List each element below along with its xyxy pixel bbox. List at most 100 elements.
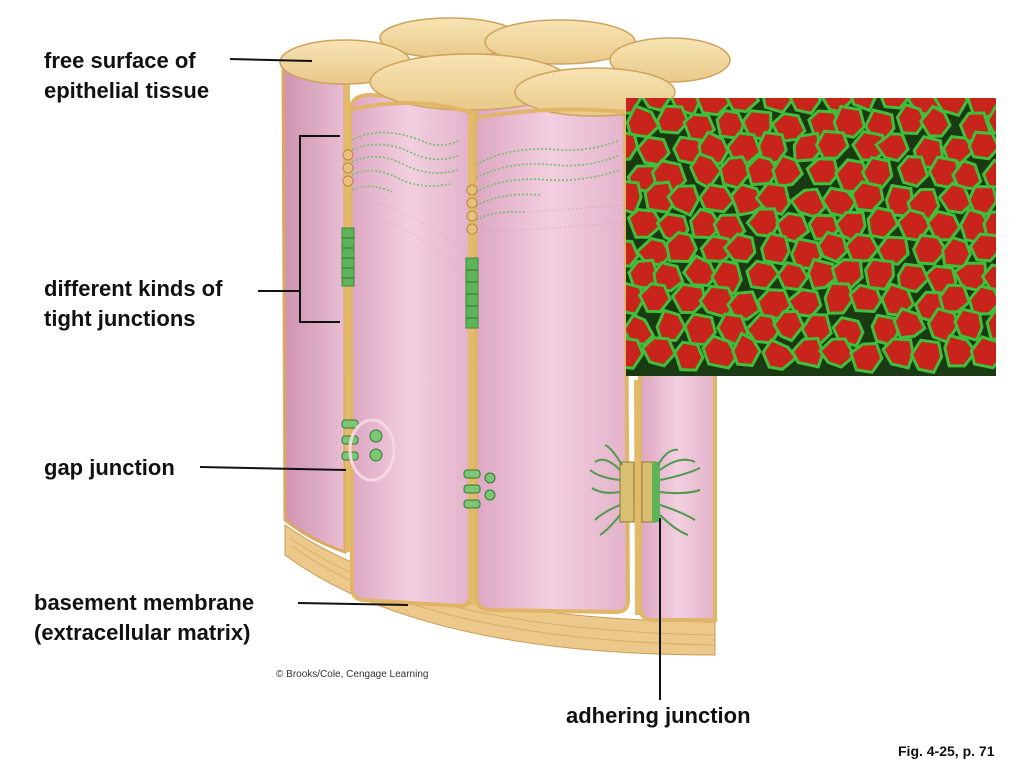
cell-side-left [281, 58, 347, 555]
micrograph-cell [981, 158, 996, 189]
micrograph-cell [937, 182, 973, 215]
micrograph-cell [832, 104, 866, 139]
micrograph-cell [729, 182, 767, 217]
micrograph-cell [932, 98, 969, 118]
micrograph-inset [626, 98, 996, 376]
leader-gap-junction [199, 466, 347, 471]
micrograph-cell [725, 131, 763, 165]
micrograph-cell [695, 98, 733, 117]
label-free-surface: free surface of epithelial tissue [44, 46, 209, 106]
micrograph-cell [745, 259, 781, 291]
micrograph-cell [844, 232, 880, 264]
micrograph-cell [909, 338, 944, 375]
micrograph-cell [666, 184, 701, 218]
micrograph-cell [790, 336, 825, 369]
micrograph-cell [637, 282, 672, 314]
micrograph-cell [881, 337, 915, 370]
copyright-credit: © Brooks/Cole, Cengage Learning [276, 669, 429, 680]
label-basement-membrane: basement membrane (extracellular matrix) [34, 588, 254, 648]
micrograph-cell [710, 258, 743, 296]
tight-junction-beads [342, 149, 478, 235]
label-tight-line1: different kinds of [44, 276, 223, 301]
micrograph-cell [874, 132, 910, 163]
micrograph-cell [643, 180, 678, 214]
micrograph-cell [626, 336, 645, 370]
micrograph-cell [761, 98, 796, 115]
micrograph-cell [761, 338, 798, 372]
micrograph-cell [943, 333, 978, 368]
bracket-tight-junctions [299, 135, 340, 323]
micrograph-cell [681, 254, 718, 288]
micrograph-cell [875, 235, 910, 267]
label-basement-line1: basement membrane [34, 590, 255, 615]
micrograph-cell [775, 211, 811, 244]
micrograph-cell [698, 183, 736, 214]
micrograph-cell [895, 102, 927, 136]
label-free-surface-line2: epithelial tissue [44, 78, 210, 103]
micrograph-cell [879, 98, 909, 110]
micrograph-cell [805, 157, 840, 186]
micrograph-cell [726, 290, 762, 321]
micrograph-cell [655, 104, 690, 135]
micrograph-cell [968, 232, 996, 263]
micrograph-cell [640, 336, 677, 368]
label-tight-junctions: different kinds of tight junctions [44, 274, 222, 334]
micrograph-cell [863, 257, 896, 291]
micrograph-cell [731, 331, 762, 368]
micrograph-cell [655, 308, 687, 343]
micrograph-cell [967, 284, 996, 316]
micrograph-cell [788, 98, 822, 115]
cell-front-1 [347, 92, 472, 609]
micrograph-cell [969, 335, 996, 370]
cell-top-back-3 [609, 37, 731, 83]
micrograph-cell [701, 334, 740, 370]
micrograph-cell [792, 131, 822, 163]
micrograph-cell [980, 263, 996, 292]
label-gap-junction: gap junction [44, 455, 175, 480]
micrograph-cell [664, 230, 699, 264]
micrograph-cell [985, 306, 996, 341]
cell-front-2 [472, 97, 631, 615]
micrograph-cell [814, 129, 850, 160]
figure-reference: Fig. 4-25, p. 71 [898, 743, 995, 759]
micrograph-cell [626, 282, 645, 316]
micrograph-cell [754, 181, 792, 217]
micrograph-cell [850, 180, 885, 213]
micrograph-cell [850, 98, 877, 113]
micrograph-cell [849, 341, 884, 374]
micrograph-cell [830, 258, 864, 289]
micrograph-cell [673, 340, 705, 372]
micrograph-cell [776, 261, 810, 292]
micrograph-cell [967, 184, 996, 217]
micrograph-cell [626, 239, 640, 268]
micrograph-cell [722, 232, 757, 264]
micrograph-cell [848, 283, 883, 314]
micrograph-cell [725, 98, 761, 114]
micrograph-cell [652, 261, 685, 293]
label-adhering-junction: adhering junction [566, 703, 751, 728]
adhering-junction [589, 444, 701, 536]
tight-junction-strands [351, 131, 621, 221]
micrograph-cell [953, 307, 984, 343]
micrograph-cell [760, 231, 791, 266]
micrograph-cell [911, 233, 949, 266]
micrograph-cell [918, 104, 952, 138]
micrograph-cell [817, 337, 857, 369]
gap-junction-right [463, 469, 496, 509]
micrograph-cell [771, 153, 805, 189]
micrograph-cell [626, 131, 640, 161]
micrograph-cell [806, 257, 839, 291]
label-basement-line2: (extracellular matrix) [34, 620, 251, 645]
leader-basement [297, 602, 409, 606]
micrograph-cell [892, 306, 927, 340]
label-tight-line2: tight junctions [44, 306, 196, 331]
micrograph-cell [626, 208, 665, 239]
leader-free-surface [229, 58, 313, 62]
micrograph-cell [896, 262, 930, 294]
micrograph-cell [823, 281, 856, 315]
micrograph-cell [626, 313, 656, 346]
micrograph-cell [938, 283, 971, 314]
micrograph-cell [967, 130, 996, 161]
micrograph-cell [816, 230, 849, 264]
